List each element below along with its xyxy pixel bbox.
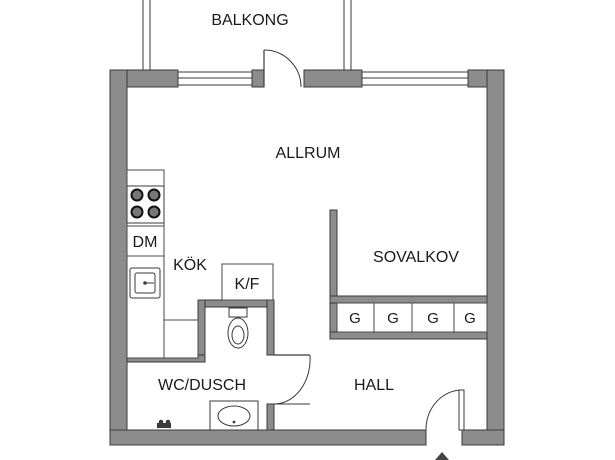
fridge-freezer-label: K/F [235, 276, 260, 293]
exterior-walls [109, 69, 505, 446]
windows [177, 71, 469, 86]
wardrobe: G [453, 302, 488, 333]
balcony [142, 0, 352, 70]
room-label-sovalkov: SOVALKOV [373, 249, 459, 266]
wardrobe: G [411, 302, 455, 333]
washbasin-icon [209, 400, 259, 431]
wardrobe: G [373, 302, 413, 333]
balcony-door [263, 49, 302, 88]
shower-mixer-icon [157, 419, 171, 428]
wardrobes: G G G G [336, 302, 488, 333]
room-label-kok: KÖK [173, 256, 207, 274]
dishwasher: DM [126, 225, 165, 257]
entrance-door [425, 389, 465, 431]
room-label-balkong: BALKONG [211, 12, 288, 29]
wardrobe-label: G [427, 310, 439, 327]
fridge-freezer: K/F [221, 263, 274, 301]
bathroom-door [273, 354, 311, 405]
dishwasher-label: DM [133, 234, 158, 251]
entrance-arrow-icon [435, 452, 449, 460]
stove-icon [126, 185, 165, 224]
wardrobe-label: G [464, 310, 476, 327]
room-label-hall: HALL [354, 377, 394, 394]
sink-icon [129, 267, 161, 299]
room-label-wc-dusch: WC/DUSCH [158, 377, 246, 394]
wardrobe-label: G [387, 310, 399, 327]
wardrobe-label: G [349, 310, 361, 327]
toilet-icon [227, 307, 249, 349]
wardrobe: G [336, 302, 375, 333]
room-label-allrum: ALLRUM [276, 145, 341, 162]
